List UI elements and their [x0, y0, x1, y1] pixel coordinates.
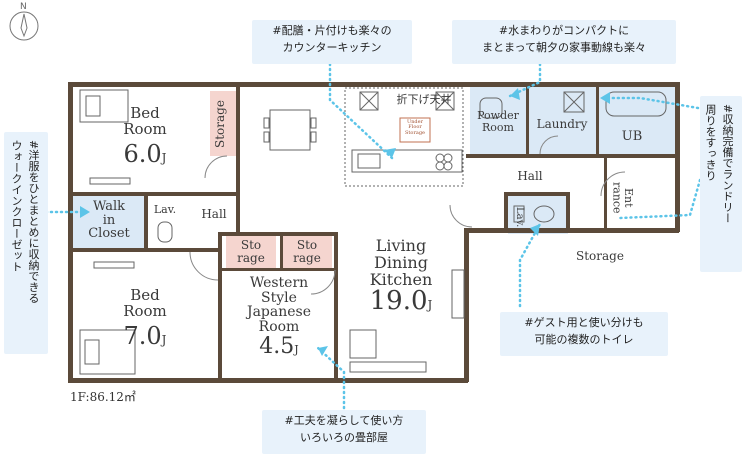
- bed-room-2-label: Bed Room 7.0J: [110, 286, 180, 350]
- laundry-label: Laundry: [536, 117, 588, 131]
- callout-arrows: [80, 88, 610, 356]
- ldk-unit: J: [427, 298, 433, 313]
- walk-in-closet-label: Walk in Closet: [88, 199, 130, 242]
- ldk-label: Living Dining Kitchen 19.0J: [356, 236, 446, 317]
- compass-north-label: N: [20, 2, 27, 12]
- floor-area: 1F:86.12㎡: [70, 390, 136, 404]
- ub-label: UB: [621, 129, 643, 144]
- furniture: [79, 87, 667, 375]
- bed-room-1-size: 6.0: [123, 139, 162, 168]
- lav-2-label: Lav.: [514, 206, 525, 228]
- bed-room-2-size: 7.0: [123, 321, 162, 350]
- callout-walk-in-closet: #洋服をひとまとめに収納できる ウォークインクローゼット: [4, 132, 48, 354]
- bed-room-1-unit: J: [161, 150, 167, 165]
- storage-1-label: Sto rage: [237, 238, 265, 265]
- callout-counter-kitchen: #配膳・片付けも楽々の カウンターキッチン: [252, 20, 412, 64]
- bed-room-1-name: Bed Room: [123, 104, 167, 138]
- callout-multiple-toilets: #ゲスト用と使い分けも 可能の複数のトイレ: [500, 312, 668, 356]
- entrance-label: Ent rance: [610, 182, 635, 214]
- bed-room-2-unit: J: [161, 332, 167, 347]
- lav-1-label: Lav.: [153, 203, 177, 216]
- callout-laundry-storage: #収納完備でランドリー 周りをすっきり: [700, 96, 742, 272]
- bed-room-1-label: Bed Room 6.0J: [110, 104, 180, 168]
- callout-compact-water: #水まわりがコンパクトに まとまって朝夕の家事動線も楽々: [452, 20, 676, 64]
- storage-bottom-label: Storage: [576, 249, 624, 263]
- compass: N: [6, 2, 42, 42]
- lowered-ceiling-label: 折下げ天井: [396, 93, 452, 106]
- storage-fills: [70, 91, 332, 268]
- hall-2-label: Hall: [517, 169, 543, 183]
- powder-room-label: Powder Room: [477, 109, 519, 134]
- western-room-size: 4.5: [259, 333, 295, 359]
- bed-room-2-name: Bed Room: [123, 286, 167, 320]
- ldk-name: Living Dining Kitchen: [369, 236, 433, 289]
- compass-icon: [9, 11, 39, 41]
- interior-walls: [68, 86, 678, 382]
- hall-1-label: Hall: [201, 207, 227, 221]
- underfloor-storage-label: Under Floor Storage: [405, 119, 425, 136]
- callout-tatami-room: #工夫を凝らして使い方 いろいろの畳部屋: [262, 410, 426, 454]
- storage-2-label: Sto rage: [293, 238, 321, 265]
- western-room-label: Western Style Japanese Room 4.5J: [226, 276, 332, 358]
- ldk-size: 19.0: [369, 286, 428, 317]
- western-room-unit: J: [294, 342, 299, 356]
- storage-vertical-label: Storage: [213, 100, 227, 148]
- doors: [189, 135, 626, 295]
- western-room-name: Western Style Japanese Room: [246, 275, 312, 336]
